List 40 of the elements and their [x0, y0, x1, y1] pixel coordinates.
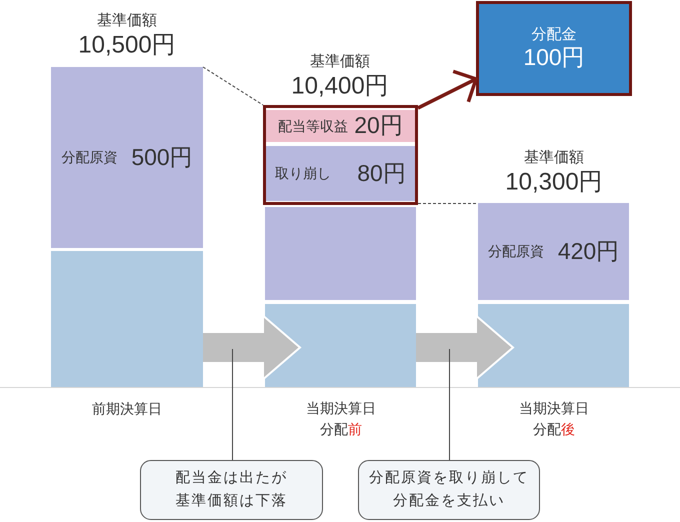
price-value: 10,400円: [291, 72, 389, 102]
bar-segment: [266, 146, 415, 201]
date-label: 当期決算日分配前: [305, 399, 377, 439]
callout-box: [140, 460, 323, 520]
date-label: 当期決算日分配後: [518, 399, 590, 439]
amount-value: 500円: [131, 144, 193, 172]
callout-text: 配当金は出たが基準価額は下落: [174, 468, 288, 511]
bar-segment: [266, 110, 415, 142]
bar-segment: [265, 207, 416, 300]
bar-segment: [478, 304, 629, 387]
block-arrow: [203, 316, 301, 380]
callout-box: [358, 460, 540, 520]
amount-value: 20円: [354, 112, 403, 140]
segment-label: 取り崩し: [275, 165, 332, 182]
guide-line: [418, 203, 478, 204]
price-heading: 基準価額: [310, 53, 370, 71]
segment-label: 分配原資: [488, 243, 544, 260]
highlight-frame: [263, 105, 418, 205]
arrow: [417, 70, 478, 110]
segment-label: 配当等収益: [278, 118, 348, 134]
leader-line: [232, 348, 233, 460]
price-value: 10,300円: [505, 168, 603, 198]
amount-value: 100円: [523, 44, 585, 72]
guide-line: [202, 66, 264, 106]
bar-segment: [265, 304, 416, 387]
bar-segment: [51, 67, 203, 248]
price-value: 10,500円: [78, 32, 176, 60]
segment-label: 分配原資: [61, 149, 118, 166]
bar-segment: [51, 251, 203, 387]
bar-segment: [478, 203, 629, 300]
block-arrow: [416, 316, 514, 380]
callout-text: 分配原資を取り崩して分配金を支払い: [368, 468, 530, 511]
leader-line: [449, 348, 450, 460]
dividend-box: [476, 1, 632, 96]
segment-label: 分配金: [532, 26, 576, 44]
price-heading: 基準価額: [524, 149, 584, 167]
date-label: 前期決算日: [91, 400, 163, 418]
price-heading: 基準価額: [97, 12, 157, 30]
amount-value: 420円: [558, 238, 620, 266]
amount-value: 80円: [357, 160, 406, 188]
